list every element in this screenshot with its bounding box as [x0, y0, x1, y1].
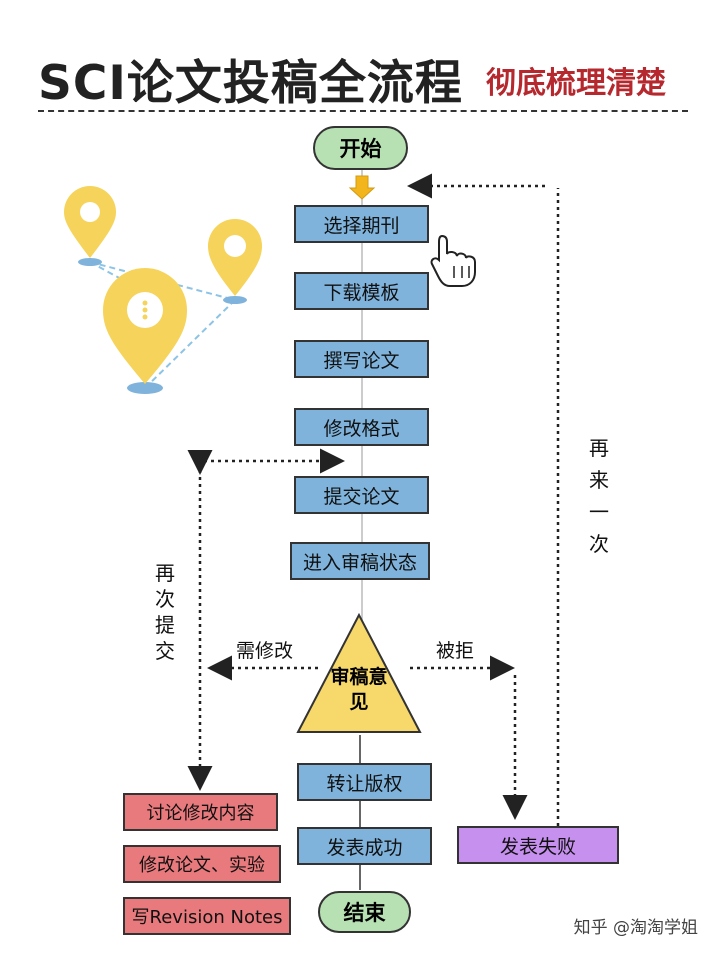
down-arrow-icon	[348, 175, 376, 200]
step-transfer-copyright: 转让版权	[297, 763, 432, 801]
page-subtitle: 彻底梳理清楚	[486, 66, 666, 101]
watermark: 知乎 @淘淘学姐	[573, 918, 698, 938]
step-download-template: 下载模板	[294, 272, 429, 310]
retry-label: 再来一次	[589, 436, 609, 556]
revise-label: 需修改	[236, 640, 294, 662]
step-published: 发表成功	[297, 827, 432, 865]
decision-node: 审稿意见	[330, 666, 388, 713]
step-under-review: 进入审稿状态	[290, 542, 430, 580]
start-node: 开始	[313, 126, 408, 170]
title-divider	[38, 110, 688, 112]
resubmit-label: 再次提交	[155, 561, 175, 663]
step-choose-journal: 选择期刊	[294, 205, 429, 243]
pointer-hand-icon	[430, 234, 476, 287]
page-title: SCI论文投稿全流程	[38, 56, 463, 111]
publish-failed: 发表失败	[457, 826, 619, 864]
revision-task-notes: 写Revision Notes	[123, 897, 291, 935]
step-format: 修改格式	[294, 408, 429, 446]
map-pin-icon	[64, 186, 262, 394]
revision-task-modify: 修改论文、实验	[123, 845, 281, 883]
step-write-paper: 撰写论文	[294, 340, 429, 378]
step-submit: 提交论文	[294, 476, 429, 514]
revision-task-discuss: 讨论修改内容	[123, 793, 278, 831]
reject-label: 被拒	[436, 640, 475, 662]
end-node: 结束	[318, 891, 411, 933]
